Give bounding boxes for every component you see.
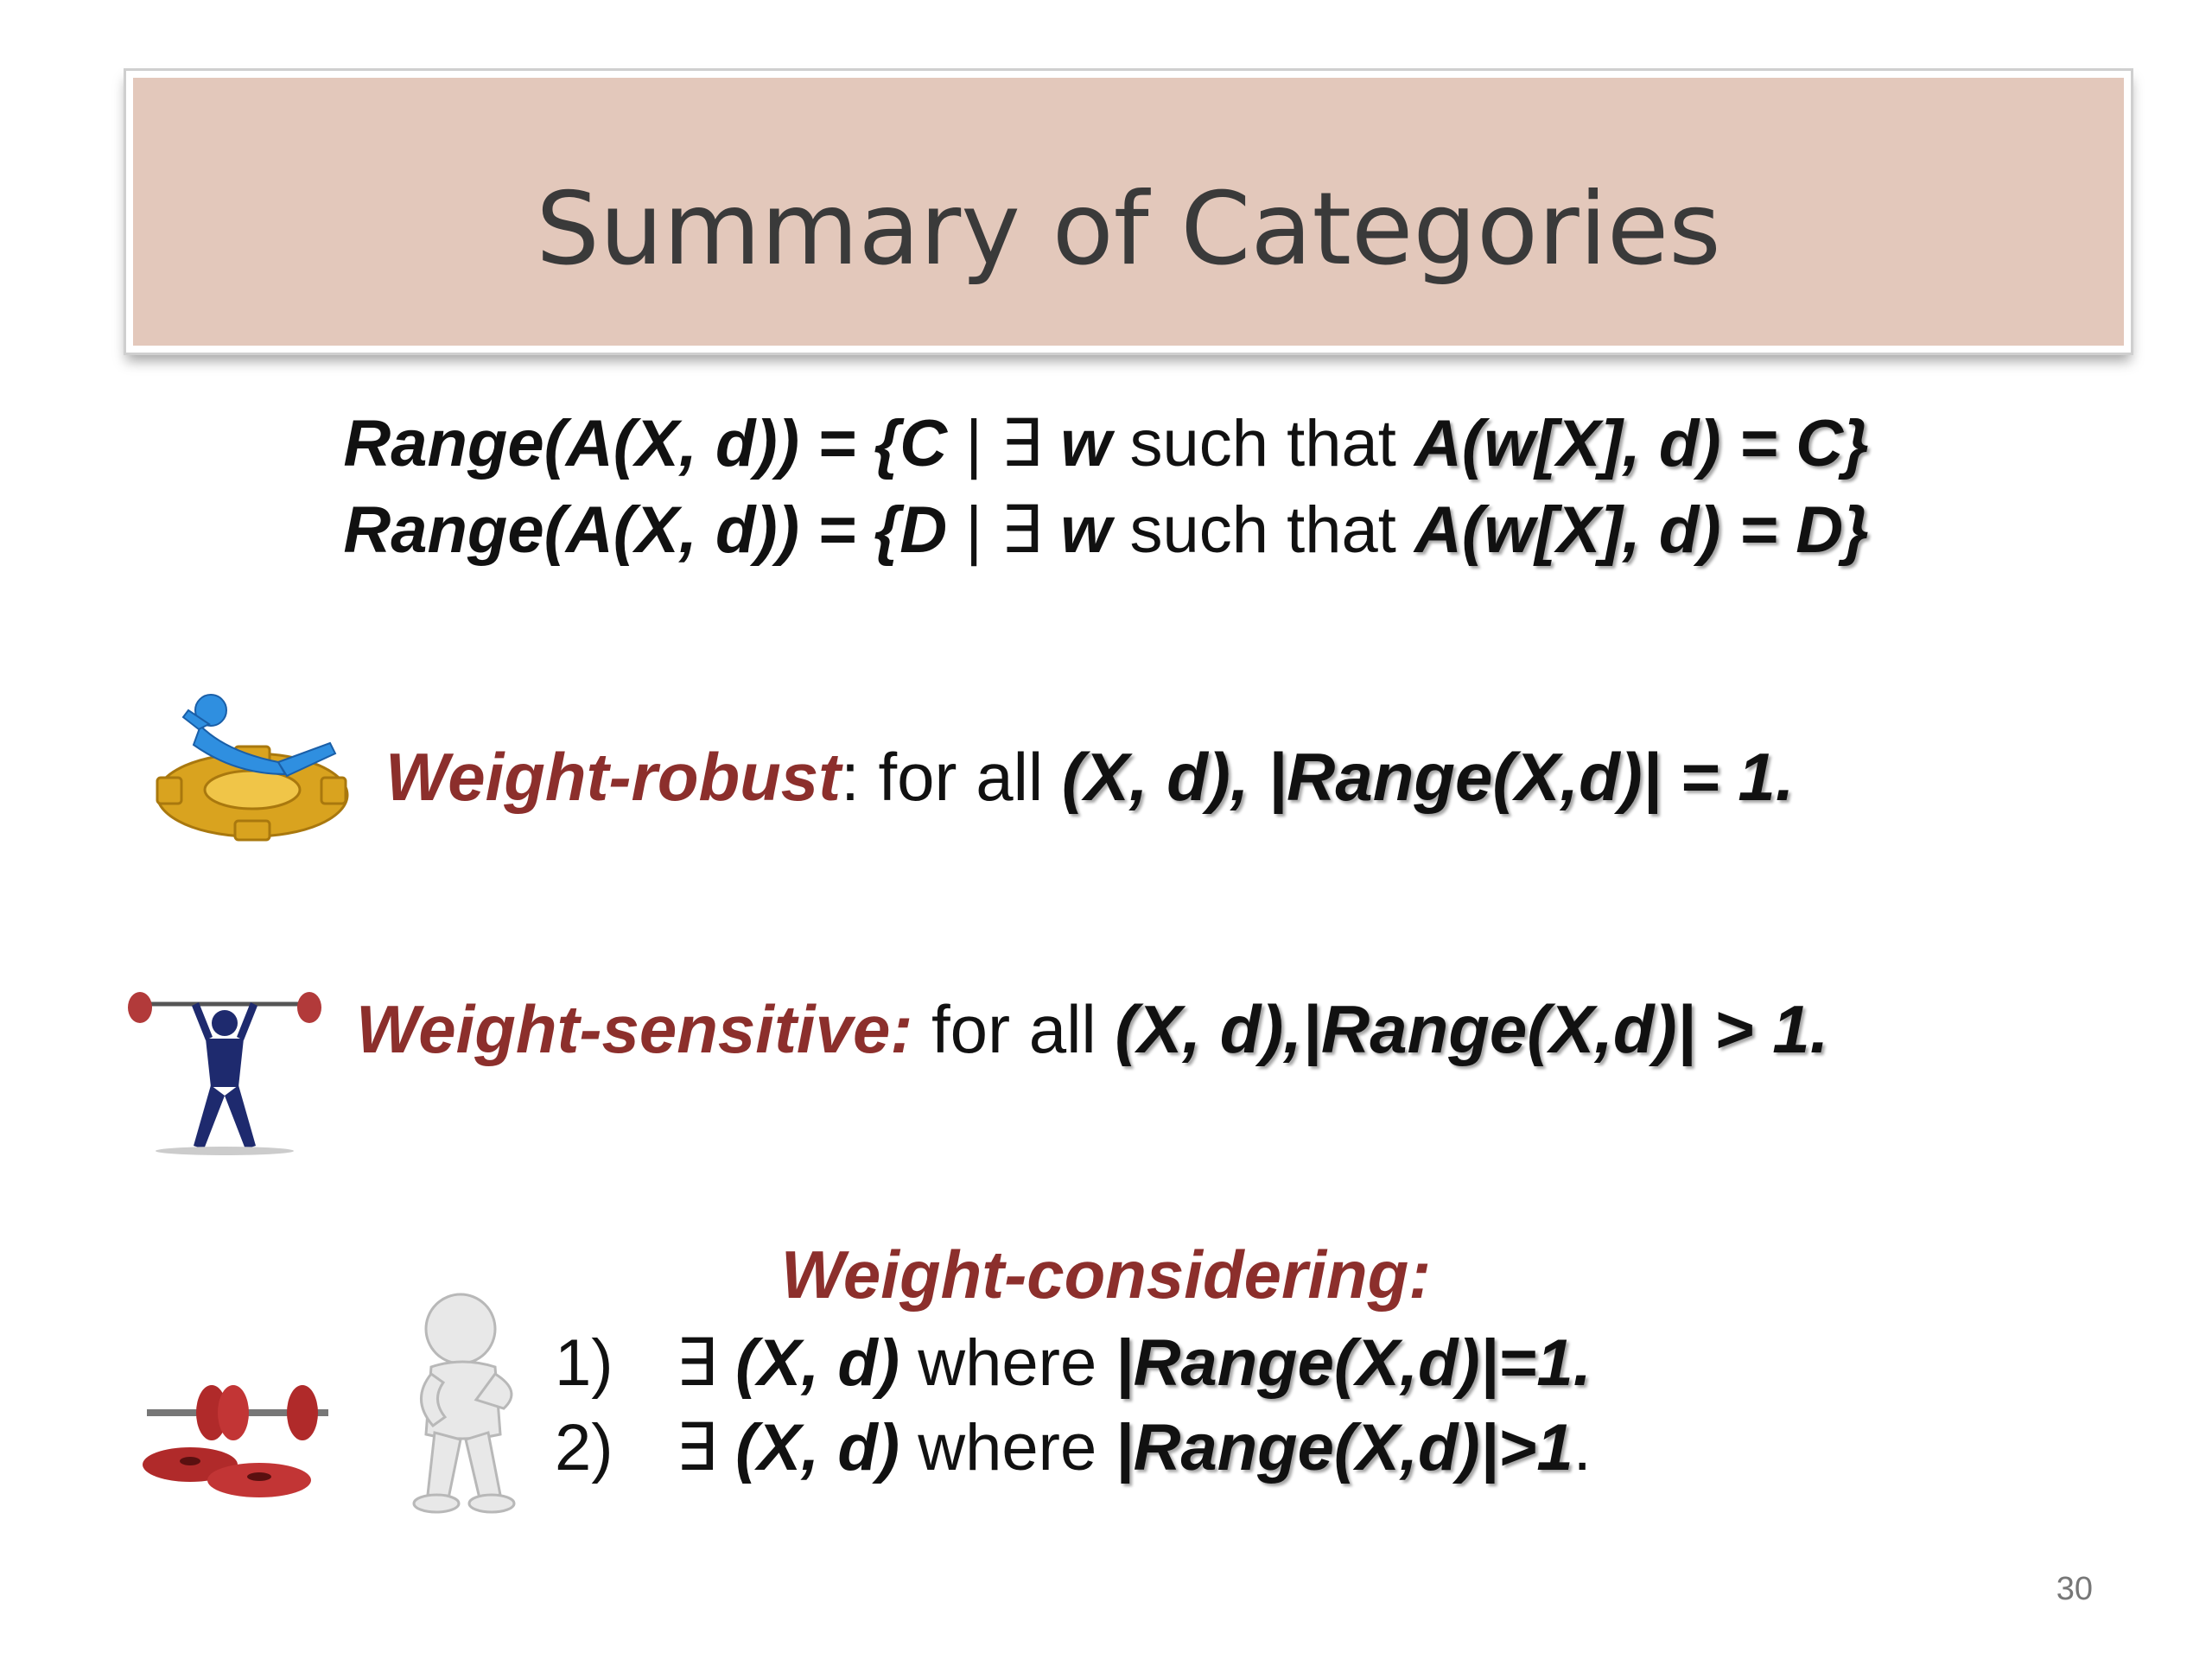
range-definition-c: Range(A(X, d)) = {C | ∃ w such that A(w[… (343, 407, 1869, 480)
page-number: 30 (2056, 1571, 2093, 1607)
range-definition-d: Range(A(X, d)) = {D | ∃ w such that A(w[… (343, 493, 1869, 567)
title-banner: Summary of Categories (126, 71, 2131, 353)
weight-sensitive-definition: Weight-sensitive: for all (X, d),|Range(… (356, 991, 1829, 1067)
category-name-robust: Weight-robust (385, 739, 842, 815)
dumbbell-weights-icon (143, 1385, 328, 1497)
weight-robust-definition: Weight-robust: for all (X, d), |Range(X,… (385, 739, 1795, 815)
category-name-considering: Weight-considering: (780, 1236, 1432, 1313)
category-name-sensitive: Weight-sensitive: (356, 991, 913, 1067)
considering-condition-2: 2)∃ (X, d) where |Range(X,d)|>1. (555, 1411, 1592, 1484)
considering-condition-1: 1)∃ (X, d) where |Range(X,d)|=1. (555, 1326, 1592, 1400)
slide-title: Summary of Categories (536, 171, 1721, 288)
weightlifter-icon (128, 992, 321, 1155)
figure-lounging-on-gear-icon (156, 694, 349, 842)
thinking-figure-icon (412, 1293, 516, 1514)
